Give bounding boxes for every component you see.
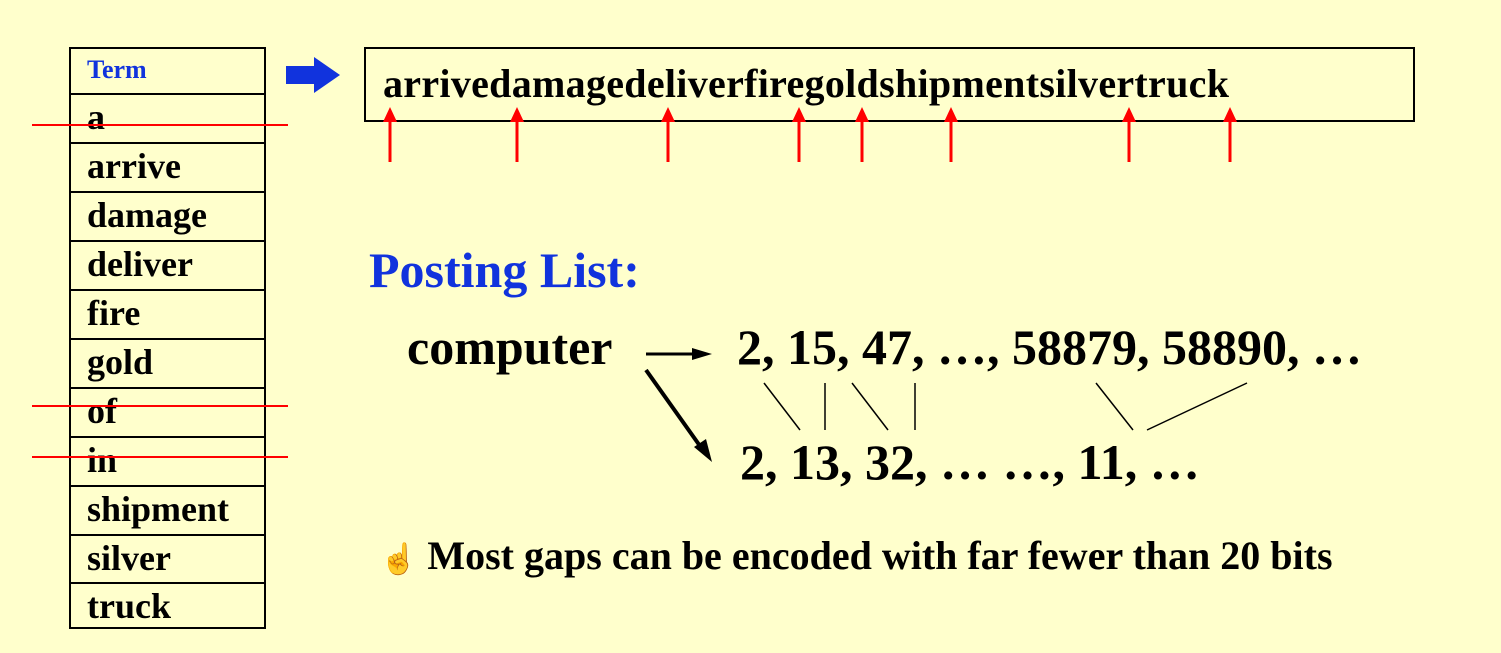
term-row: damage	[71, 191, 264, 240]
pointer-arrow-icon	[1223, 107, 1237, 162]
posting-gaps: 2, 13, 32, … …, 11, …	[740, 434, 1200, 490]
term-label: damage	[87, 195, 207, 235]
term-row: deliver	[71, 240, 264, 289]
term-row: arrive	[71, 142, 264, 191]
term-row: truck	[71, 582, 264, 627]
dictionary-string: arrivedamagedeliverfiregoldshipmentsilve…	[383, 61, 1230, 106]
posting-arrow-right	[646, 348, 712, 360]
term-row: in	[71, 436, 264, 485]
term-pointer-arrows	[383, 107, 1237, 162]
term-table-header: Term	[87, 55, 147, 84]
blue-right-arrow-icon	[286, 57, 340, 93]
term-label: in	[87, 440, 118, 480]
term-row: fire	[71, 289, 264, 338]
pointer-arrow-icon	[792, 107, 806, 162]
posting-doc-ids: 2, 15, 47, …, 58879, 58890, …	[737, 319, 1362, 375]
term-row: shipment	[71, 485, 264, 534]
dictionary-string-box: arrivedamagedeliverfiregoldshipmentsilve…	[364, 47, 1415, 122]
term-label: arrive	[87, 146, 181, 186]
term-label: fire	[87, 293, 141, 333]
note-text: Most gaps can be encoded with far fewer …	[427, 533, 1333, 578]
term-table: Term a arrive damage deliver fire gold o…	[69, 47, 266, 629]
pointer-arrow-icon	[1122, 107, 1136, 162]
pointer-arrow-icon	[855, 107, 869, 162]
term-label: deliver	[87, 244, 193, 284]
term-label: truck	[87, 586, 171, 626]
term-row: a	[71, 93, 264, 142]
stopword-strike-of	[32, 405, 288, 407]
posting-arrow-down	[644, 368, 712, 462]
term-label: of	[87, 391, 117, 431]
pointer-arrow-icon	[383, 107, 397, 162]
term-label: shipment	[87, 489, 230, 529]
term-row: silver	[71, 534, 264, 582]
note-bullet: ☝ Most gaps can be encoded with far fewer…	[380, 528, 1333, 588]
term-label: a	[87, 97, 105, 137]
posting-term: computer	[407, 319, 613, 375]
stopword-strike-a	[32, 124, 288, 126]
pointer-arrow-icon	[661, 107, 675, 162]
pointer-arrow-icon	[944, 107, 958, 162]
posting-list-title: Posting List:	[369, 242, 640, 298]
term-label: gold	[87, 342, 154, 382]
pointer-arrow-icon	[510, 107, 524, 162]
term-row: gold	[71, 338, 264, 387]
pointing-hand-icon: ☝	[380, 543, 418, 576]
term-row: of	[71, 387, 264, 436]
gap-connector-lines	[763, 382, 1248, 431]
term-label: silver	[87, 538, 171, 578]
stopword-strike-in	[32, 456, 288, 458]
